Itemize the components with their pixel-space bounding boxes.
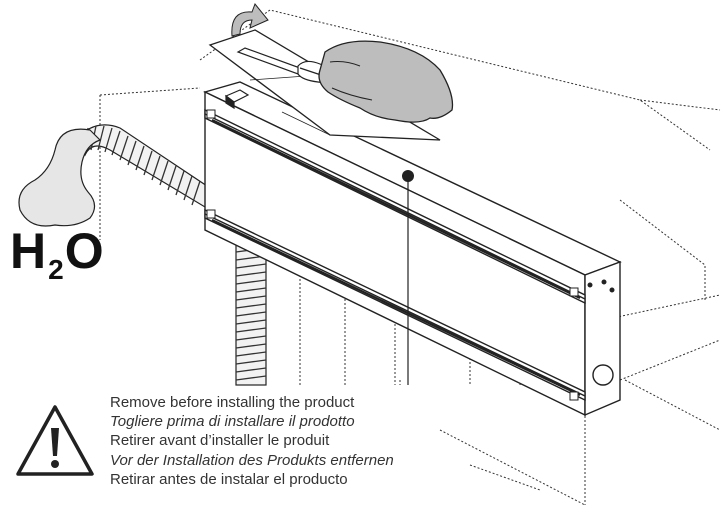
- connector-block: [224, 89, 250, 110]
- hand-icon: [318, 40, 454, 123]
- warning-line-en: Remove before installing the product: [110, 394, 355, 411]
- warning-line-de: Vor der Installation des Produkts entfer…: [110, 451, 394, 469]
- h2o-o: O: [64, 223, 104, 279]
- warning-line-fr: Retirer avant d’installer le produit: [110, 432, 330, 450]
- h2o-subscript: 2: [48, 254, 64, 285]
- water-splash-icon: [18, 128, 102, 227]
- hose-vertical: [235, 239, 267, 386]
- warning-line-it: Togliere prima di installare il prodotto: [110, 413, 355, 431]
- callout-pointer: [402, 170, 414, 385]
- h2o-label: H 2 O: [10, 223, 104, 284]
- hose-horizontal: [74, 124, 211, 212]
- h2o-h: H: [10, 223, 47, 279]
- rotate-arrow-icon: [231, 3, 269, 37]
- warning-triangle-icon: [16, 405, 94, 476]
- warning-text-block: Remove before installing the product Tog…: [110, 393, 490, 489]
- warning-line-es: Retirar antes de instalar el producto: [110, 470, 348, 488]
